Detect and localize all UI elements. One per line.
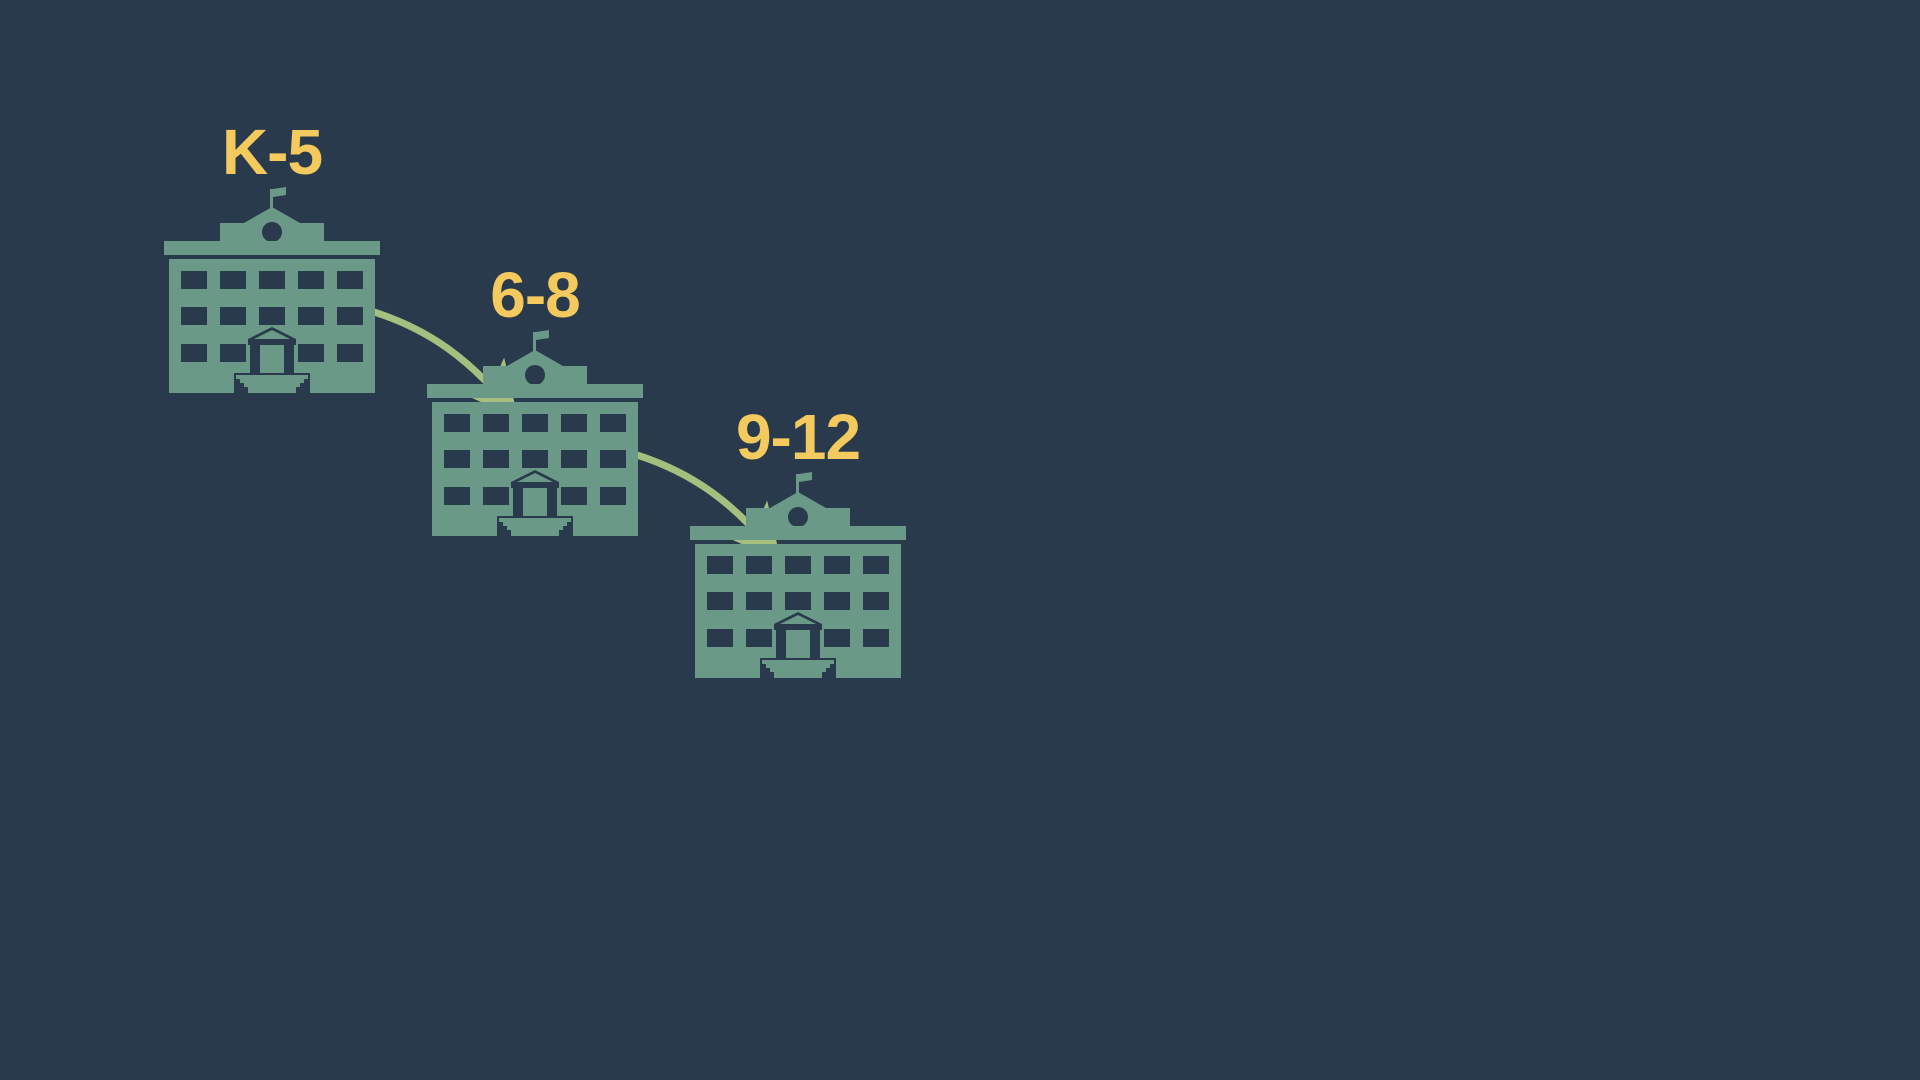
school-label-9-12: 9-12 — [735, 401, 861, 473]
school-building-icon — [164, 187, 380, 393]
school-building-icon — [690, 472, 906, 678]
school-label-6-8: 6-8 — [490, 259, 581, 331]
school-9-12: 9-12 — [690, 402, 906, 678]
school-6-8: 6-8 — [427, 260, 643, 536]
school-k5: K-5 — [164, 117, 380, 393]
school-label-k5: K-5 — [221, 116, 323, 188]
school-building-icon — [427, 330, 643, 536]
